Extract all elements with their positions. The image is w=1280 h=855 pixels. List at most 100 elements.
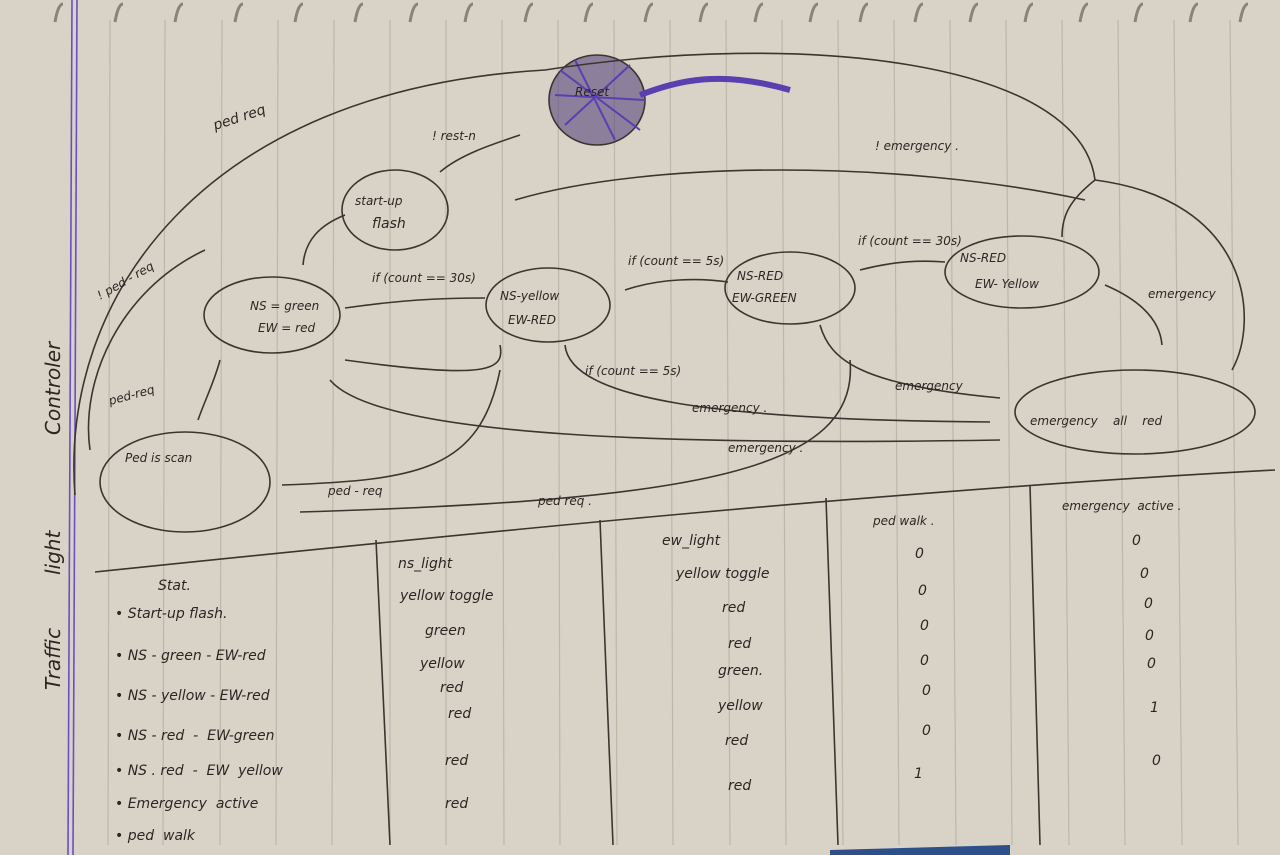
arc-emergency-b <box>564 344 991 423</box>
table-row-5-emergency: 1 <box>1150 700 1159 716</box>
arc-not-emergency <box>514 169 1086 201</box>
state-ns-red-ewg-label-2: EW-GREEN <box>732 291 797 305</box>
page-edge-blue <box>830 845 1010 855</box>
arc-ewgreen-to-ewyellow <box>859 260 946 271</box>
table-row-0-ns: yellow toggle <box>399 588 493 604</box>
arc-count5-back <box>344 344 502 372</box>
table-row-0-ped: 0 <box>915 546 924 562</box>
table-row-3-ew: green. <box>718 663 763 679</box>
table-row-4-ped: 0 <box>922 683 931 699</box>
arc-ewyellow-to-emergency <box>1104 284 1163 346</box>
arc-ped-req-bottom2 <box>299 359 852 513</box>
arc-not-ped-req <box>87 249 206 451</box>
state-ns-green-label-2: EW = red <box>258 321 315 335</box>
label-ped-req-bottom: ped - req <box>327 484 383 498</box>
arc-green-to-ped <box>197 359 221 421</box>
table-header-emergency-active: emergency active . <box>1062 499 1181 513</box>
arc-ped-req-bottom <box>281 369 501 486</box>
label-ped-req-top: ped req <box>210 102 267 134</box>
table-row-4-ns: red <box>448 706 471 722</box>
state-ns-red-ewg-label-1: NS-RED <box>737 269 783 283</box>
state-startup-flash: start-up flash <box>341 169 449 251</box>
table-row-6-emergency: 0 <box>1152 753 1161 769</box>
table-row-6-ew: red <box>728 778 751 794</box>
table-row-0-state: • Start-up flash. <box>115 606 227 622</box>
spiral-binding <box>53 2 1249 23</box>
arc-emergency-a <box>819 324 1001 399</box>
table-col-divider-2 <box>599 519 614 846</box>
label-count30-b: if (count == 30s) <box>858 234 962 248</box>
state-ns-red-ew-yellow: NS-RED EW- Yellow <box>944 235 1100 309</box>
label-count5: if (count == 5s) <box>628 254 724 268</box>
table-row-0-emergency: 0 <box>1132 533 1141 549</box>
state-ns-green-label-1: NS = green <box>250 299 319 313</box>
table-col-divider-4 <box>1029 484 1041 846</box>
label-not-ped-req: ! ped - req <box>95 259 157 303</box>
arc-right-edge <box>1094 179 1246 371</box>
table-row-5-ns: red <box>445 753 468 769</box>
table-row-3-state: • NS - red - EW-green <box>115 728 275 744</box>
state-reset: Reset <box>548 54 791 146</box>
arc-ped-req-top <box>73 69 546 496</box>
state-ped-is-scan-label: Ped is scan <box>125 451 192 465</box>
state-emergency-label: emergency all red <box>1030 414 1163 428</box>
table-row-1-state: • NS - green - EW-red <box>115 648 266 664</box>
state-emergency-all-red: emergency all red <box>1014 369 1256 455</box>
table-row-0-ew: yellow toggle <box>675 566 769 582</box>
ruled-lines <box>107 19 1239 846</box>
label-ped-req-bottom2: ped req . <box>537 494 592 508</box>
label-count30-a: if (count == 30s) <box>372 271 476 285</box>
label-emergency-c: emergency . <box>728 441 803 455</box>
table-row-6-ns: red <box>445 796 468 812</box>
table-header-ped-walk: ped walk . <box>872 514 935 528</box>
label-emergency-b: emergency . <box>692 401 767 415</box>
label-if-count5-mid: if (count == 5s) <box>585 364 681 378</box>
table-row-5-state: • Emergency active <box>115 796 258 812</box>
table-row-2-ew: red <box>728 636 751 652</box>
table-lines <box>94 469 1276 846</box>
table-row-1-emergency: 0 <box>1140 566 1149 582</box>
table-row-4-state: • NS . red - EW yellow <box>115 763 283 779</box>
table-col-divider-3 <box>825 497 839 846</box>
side-title-light: light <box>41 530 65 575</box>
scribble-tail <box>638 75 791 98</box>
table-row-1-ew: red <box>722 600 745 616</box>
transitions <box>73 52 1246 513</box>
table-row-3-emergency: 0 <box>1145 628 1154 644</box>
table-row-2-state: • NS - yellow - EW-red <box>115 688 270 704</box>
table-header-ew-light: ew_light <box>662 533 721 549</box>
arc-top-right <box>544 52 1096 181</box>
state-ns-green-ew-red: NS = green EW = red <box>203 276 341 354</box>
state-ns-yellow-ew-red: NS-yellow EW-RED <box>485 267 611 343</box>
state-startup-label-2: flash <box>372 216 406 232</box>
label-ped-req-left: ped-req <box>106 382 156 408</box>
table-row-5-ew: red <box>725 733 748 749</box>
side-title-controller: Controler <box>41 340 65 435</box>
arc-startup-to-green <box>302 214 346 266</box>
table-col-divider-1 <box>375 539 391 846</box>
state-ns-red-ewy-label-1: NS-RED <box>960 251 1006 265</box>
state-ns-red-ew-green: NS-RED EW-GREEN <box>724 251 856 325</box>
arc-down-to-ewyellow <box>1061 179 1096 238</box>
table-header-state: Stat. <box>158 578 191 594</box>
arc-reset-to-startup <box>439 134 521 173</box>
table-row-3-ns: red <box>440 680 463 696</box>
table-row-1-ns: green <box>425 623 466 639</box>
table-row-4-emergency: 0 <box>1147 656 1156 672</box>
arc-emergency-c <box>329 379 1001 443</box>
table-row-3-ped: 0 <box>920 653 929 669</box>
table-row-2-ns: yellow <box>419 656 465 672</box>
margin-line <box>67 0 73 855</box>
state-ns-yellow-label-2: EW-RED <box>508 313 556 327</box>
state-reset-label: Reset <box>575 85 610 99</box>
state-ped-is-scan: Ped is scan <box>99 431 271 533</box>
arc-yellow-to-ewgreen <box>624 278 729 291</box>
table-row-6-ped: 1 <box>914 766 923 782</box>
state-ns-red-ewy-label-2: EW- Yellow <box>975 277 1039 291</box>
table-row-5-ped: 0 <box>922 723 931 739</box>
label-emergency-a: emergency <box>895 379 964 393</box>
state-ns-yellow-label-1: NS-yellow <box>500 289 559 303</box>
arc-green-to-yellow <box>344 297 486 309</box>
